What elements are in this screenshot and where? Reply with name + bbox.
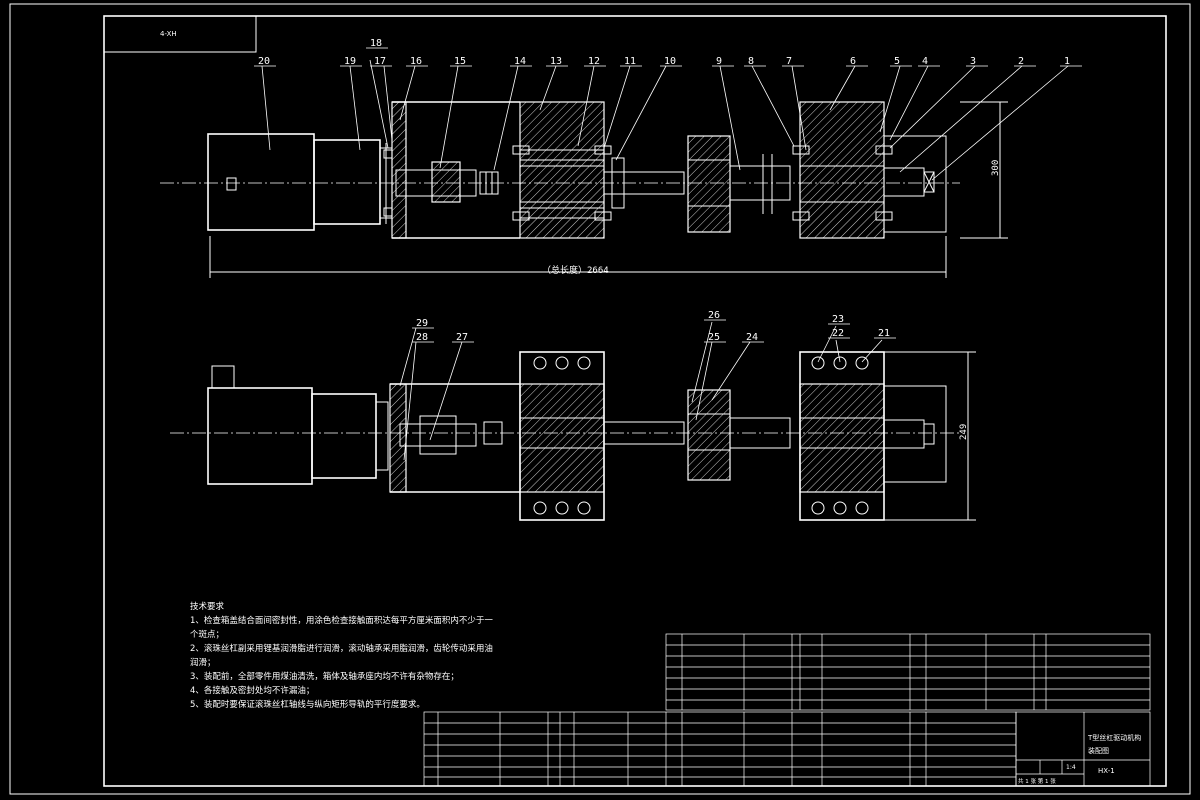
part-label-29: 29: [416, 318, 428, 329]
bottom-view: [170, 351, 976, 521]
drawing-subtitle: 装配图: [1088, 747, 1109, 755]
part-label-9: 9: [716, 56, 722, 67]
part-label-7: 7: [786, 56, 792, 67]
note-line-1: 1、检查箱盖结合面间密封性，用涂色检查接触面积达每平方厘米面积内不少于一: [190, 616, 493, 626]
part-label-5: 5: [894, 56, 900, 67]
lock-nut: [479, 171, 499, 195]
part-label-1: 1: [1064, 56, 1070, 67]
part-label-3: 3: [970, 56, 976, 67]
part-label-25: 25: [708, 332, 720, 343]
note-line-4: 润滑；: [190, 658, 216, 668]
notes-heading: 技术要求: [190, 602, 225, 612]
part-label-23: 23: [832, 314, 844, 325]
part-label-6: 6: [850, 56, 856, 67]
note-line-6: 4、各接触及密封处均不许漏油；: [190, 686, 315, 696]
part-label-16: 16: [410, 56, 422, 67]
part-label-15: 15: [454, 56, 466, 67]
outer-frame: [9, 3, 1191, 795]
right-bearing-seat: [799, 101, 885, 239]
part-label-28: 28: [416, 332, 428, 343]
part-label-13: 13: [550, 56, 562, 67]
part-label-26: 26: [708, 310, 720, 321]
part-label-24: 24: [746, 332, 758, 343]
part-label-11: 11: [624, 56, 636, 67]
title-block: [1015, 711, 1151, 787]
part-label-8: 8: [748, 56, 754, 67]
part-label-10: 10: [664, 56, 676, 67]
note-line-2: 个斑点；: [190, 630, 225, 640]
top-view: [160, 101, 1008, 278]
top-part-labels: 20 19 18 17 16 15 14 13 12 11 10 9 8 7 6 5 4 3 2 1: [254, 38, 1082, 67]
part-label-2: 2: [1018, 56, 1024, 67]
part-label-14: 14: [514, 56, 526, 67]
code-box: [103, 15, 257, 53]
screw-nut-block: [687, 135, 731, 233]
end-cover: [883, 135, 947, 233]
part-label-21: 21: [878, 328, 890, 339]
height-300-text: 300: [991, 160, 1001, 176]
parts-list-upper: [665, 633, 1151, 711]
part-label-27: 27: [456, 332, 468, 343]
note-line-5: 3、装配前，全部零件用煤油清洗，箱体及轴承座内均不许有杂物存在；: [190, 672, 459, 682]
part-label-4: 4: [922, 56, 928, 67]
bottom-leaders: [399, 321, 883, 461]
drawing-number: HX-1: [1098, 767, 1115, 775]
part-label-18: 18: [370, 38, 382, 49]
parts-list-lower: [423, 711, 1017, 787]
left-bearing-seat: [519, 101, 605, 239]
motor-body: [207, 133, 315, 231]
note-line-3: 2、滚珠丝杠副采用锂基润滑脂进行润滑，滚动轴承采用脂润滑，齿轮传动采用油: [190, 644, 493, 654]
ball-screw: [603, 171, 685, 195]
part-label-19: 19: [344, 56, 356, 67]
part-label-12: 12: [588, 56, 600, 67]
code-box-text: 4-XH: [160, 30, 177, 38]
top-leaders: [261, 59, 1069, 181]
sheet-count: 共 1 张 第 1 张: [1018, 779, 1056, 785]
coupling: [431, 161, 461, 203]
height-249-text: 249: [959, 424, 969, 440]
drawing-title: T型丝杠驱动机构: [1088, 734, 1142, 742]
motor-body-bottom: [207, 387, 313, 485]
total-length-text: （总长度）2664: [542, 264, 609, 276]
bottom-part-labels: 29 28 27 26 25 24 23 22 21: [412, 310, 896, 343]
part-label-22: 22: [832, 328, 844, 339]
part-label-17: 17: [374, 56, 386, 67]
scale: 1:4: [1066, 764, 1076, 771]
note-line-7: 5、装配时要保证滚珠丝杠轴线与纵向矩形导轨的平行度要求。: [190, 700, 425, 710]
part-label-20: 20: [258, 56, 270, 67]
reducer: [313, 139, 381, 225]
